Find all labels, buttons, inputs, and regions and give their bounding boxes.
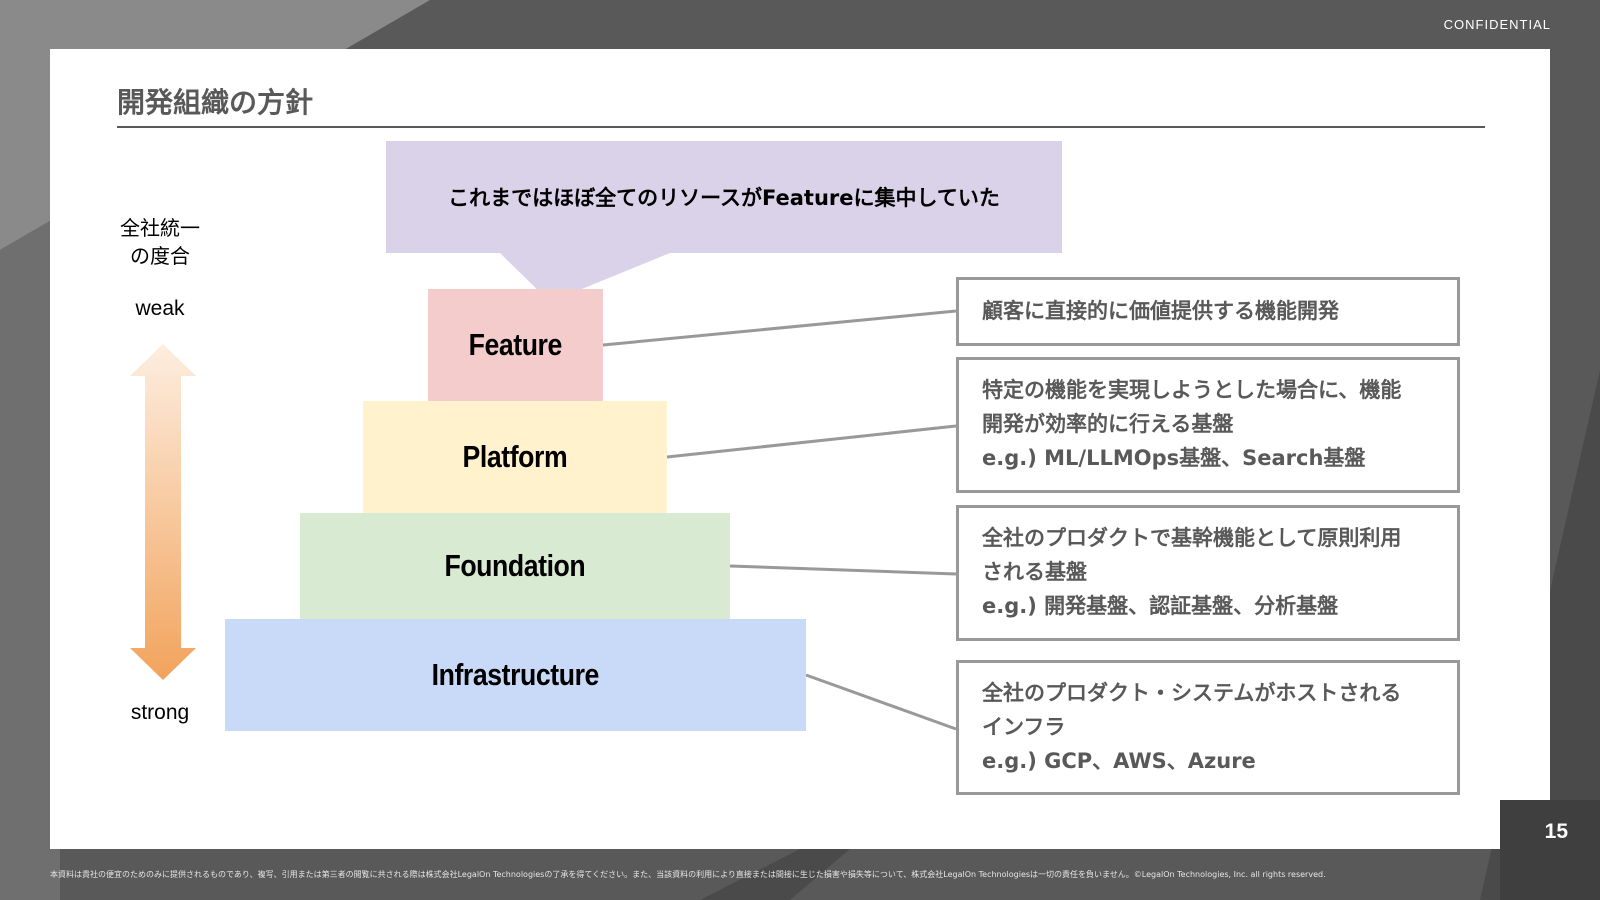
layer-feature-label: Feature — [468, 327, 563, 362]
axis-strong-label: strong — [130, 701, 190, 724]
double-arrow-icon — [130, 344, 196, 680]
description-foundation: 全社のプロダクトで基幹機能として原則利用 される基盤 e.g.) 開発基盤、認証… — [956, 505, 1460, 641]
axis-weak-label: weak — [135, 297, 185, 320]
connector-feature — [602, 309, 957, 347]
slide: 開発組織の方針 これまではほぼ全てのリソースがFeatureに集中していた 全社… — [50, 49, 1550, 849]
layer-infrastructure-label: Infrastructure — [431, 657, 600, 692]
speech-bubble-text: これまではほぼ全てのリソースがFeatureに集中していた — [448, 186, 1000, 210]
page-number-box — [1500, 800, 1600, 900]
slide-title: 開発組織の方針 — [117, 86, 314, 119]
connector-lines — [602, 309, 957, 731]
description-feature: 顧客に直接的に価値提供する機能開発 — [956, 277, 1460, 346]
description-line: 特定の機能を実現しようとした場合に、機能 — [982, 378, 1402, 402]
description-line: e.g.) 開発基盤、認証基盤、分析基盤 — [982, 594, 1339, 618]
layer-feature: Feature — [428, 289, 603, 401]
description-line: 全社のプロダクト・システムがホストされる — [982, 681, 1402, 705]
layer-foundation: Foundation — [300, 513, 730, 619]
description-line: される基盤 — [982, 560, 1087, 584]
layer-platform: Platform — [363, 401, 667, 513]
description-line: 開発が効率的に行える基盤 — [982, 412, 1234, 436]
description-platform: 特定の機能を実現しようとした場合に、機能 開発が効率的に行える基盤 e.g.) … — [956, 357, 1460, 493]
axis-title-line2: の度合 — [130, 244, 190, 268]
description-line: インフラ — [982, 715, 1066, 739]
connector-infrastructure — [805, 673, 957, 731]
description-line: 顧客に直接的に価値提供する機能開発 — [982, 299, 1339, 323]
description-infrastructure: 全社のプロダクト・システムがホストされる インフラ e.g.) GCP、AWS、… — [956, 660, 1460, 795]
connector-platform — [666, 424, 957, 459]
description-line: e.g.) ML/LLMOps基盤、Search基盤 — [982, 446, 1366, 470]
speech-bubble: これまではほぼ全てのリソースがFeatureに集中していた — [386, 141, 1062, 253]
layer-infrastructure: Infrastructure — [225, 619, 806, 731]
footer-disclaimer: 本資料は貴社の便宜のためのみに提供されるものであり、複写、引用または第三者の閲覧… — [50, 870, 1326, 879]
title-divider — [117, 126, 1485, 128]
axis-title-line1: 全社統一 — [120, 216, 200, 240]
confidential-label: CONFIDENTIAL — [1443, 17, 1551, 32]
layer-platform-label: Platform — [462, 439, 568, 474]
layer-foundation-label: Foundation — [444, 548, 586, 583]
connector-foundation — [729, 564, 957, 576]
page-number: 15 — [1544, 820, 1568, 843]
description-line: e.g.) GCP、AWS、Azure — [982, 749, 1256, 773]
axis-title: 全社統一 の度合 — [110, 214, 210, 270]
description-line: 全社のプロダクトで基幹機能として原則利用 — [982, 526, 1402, 550]
